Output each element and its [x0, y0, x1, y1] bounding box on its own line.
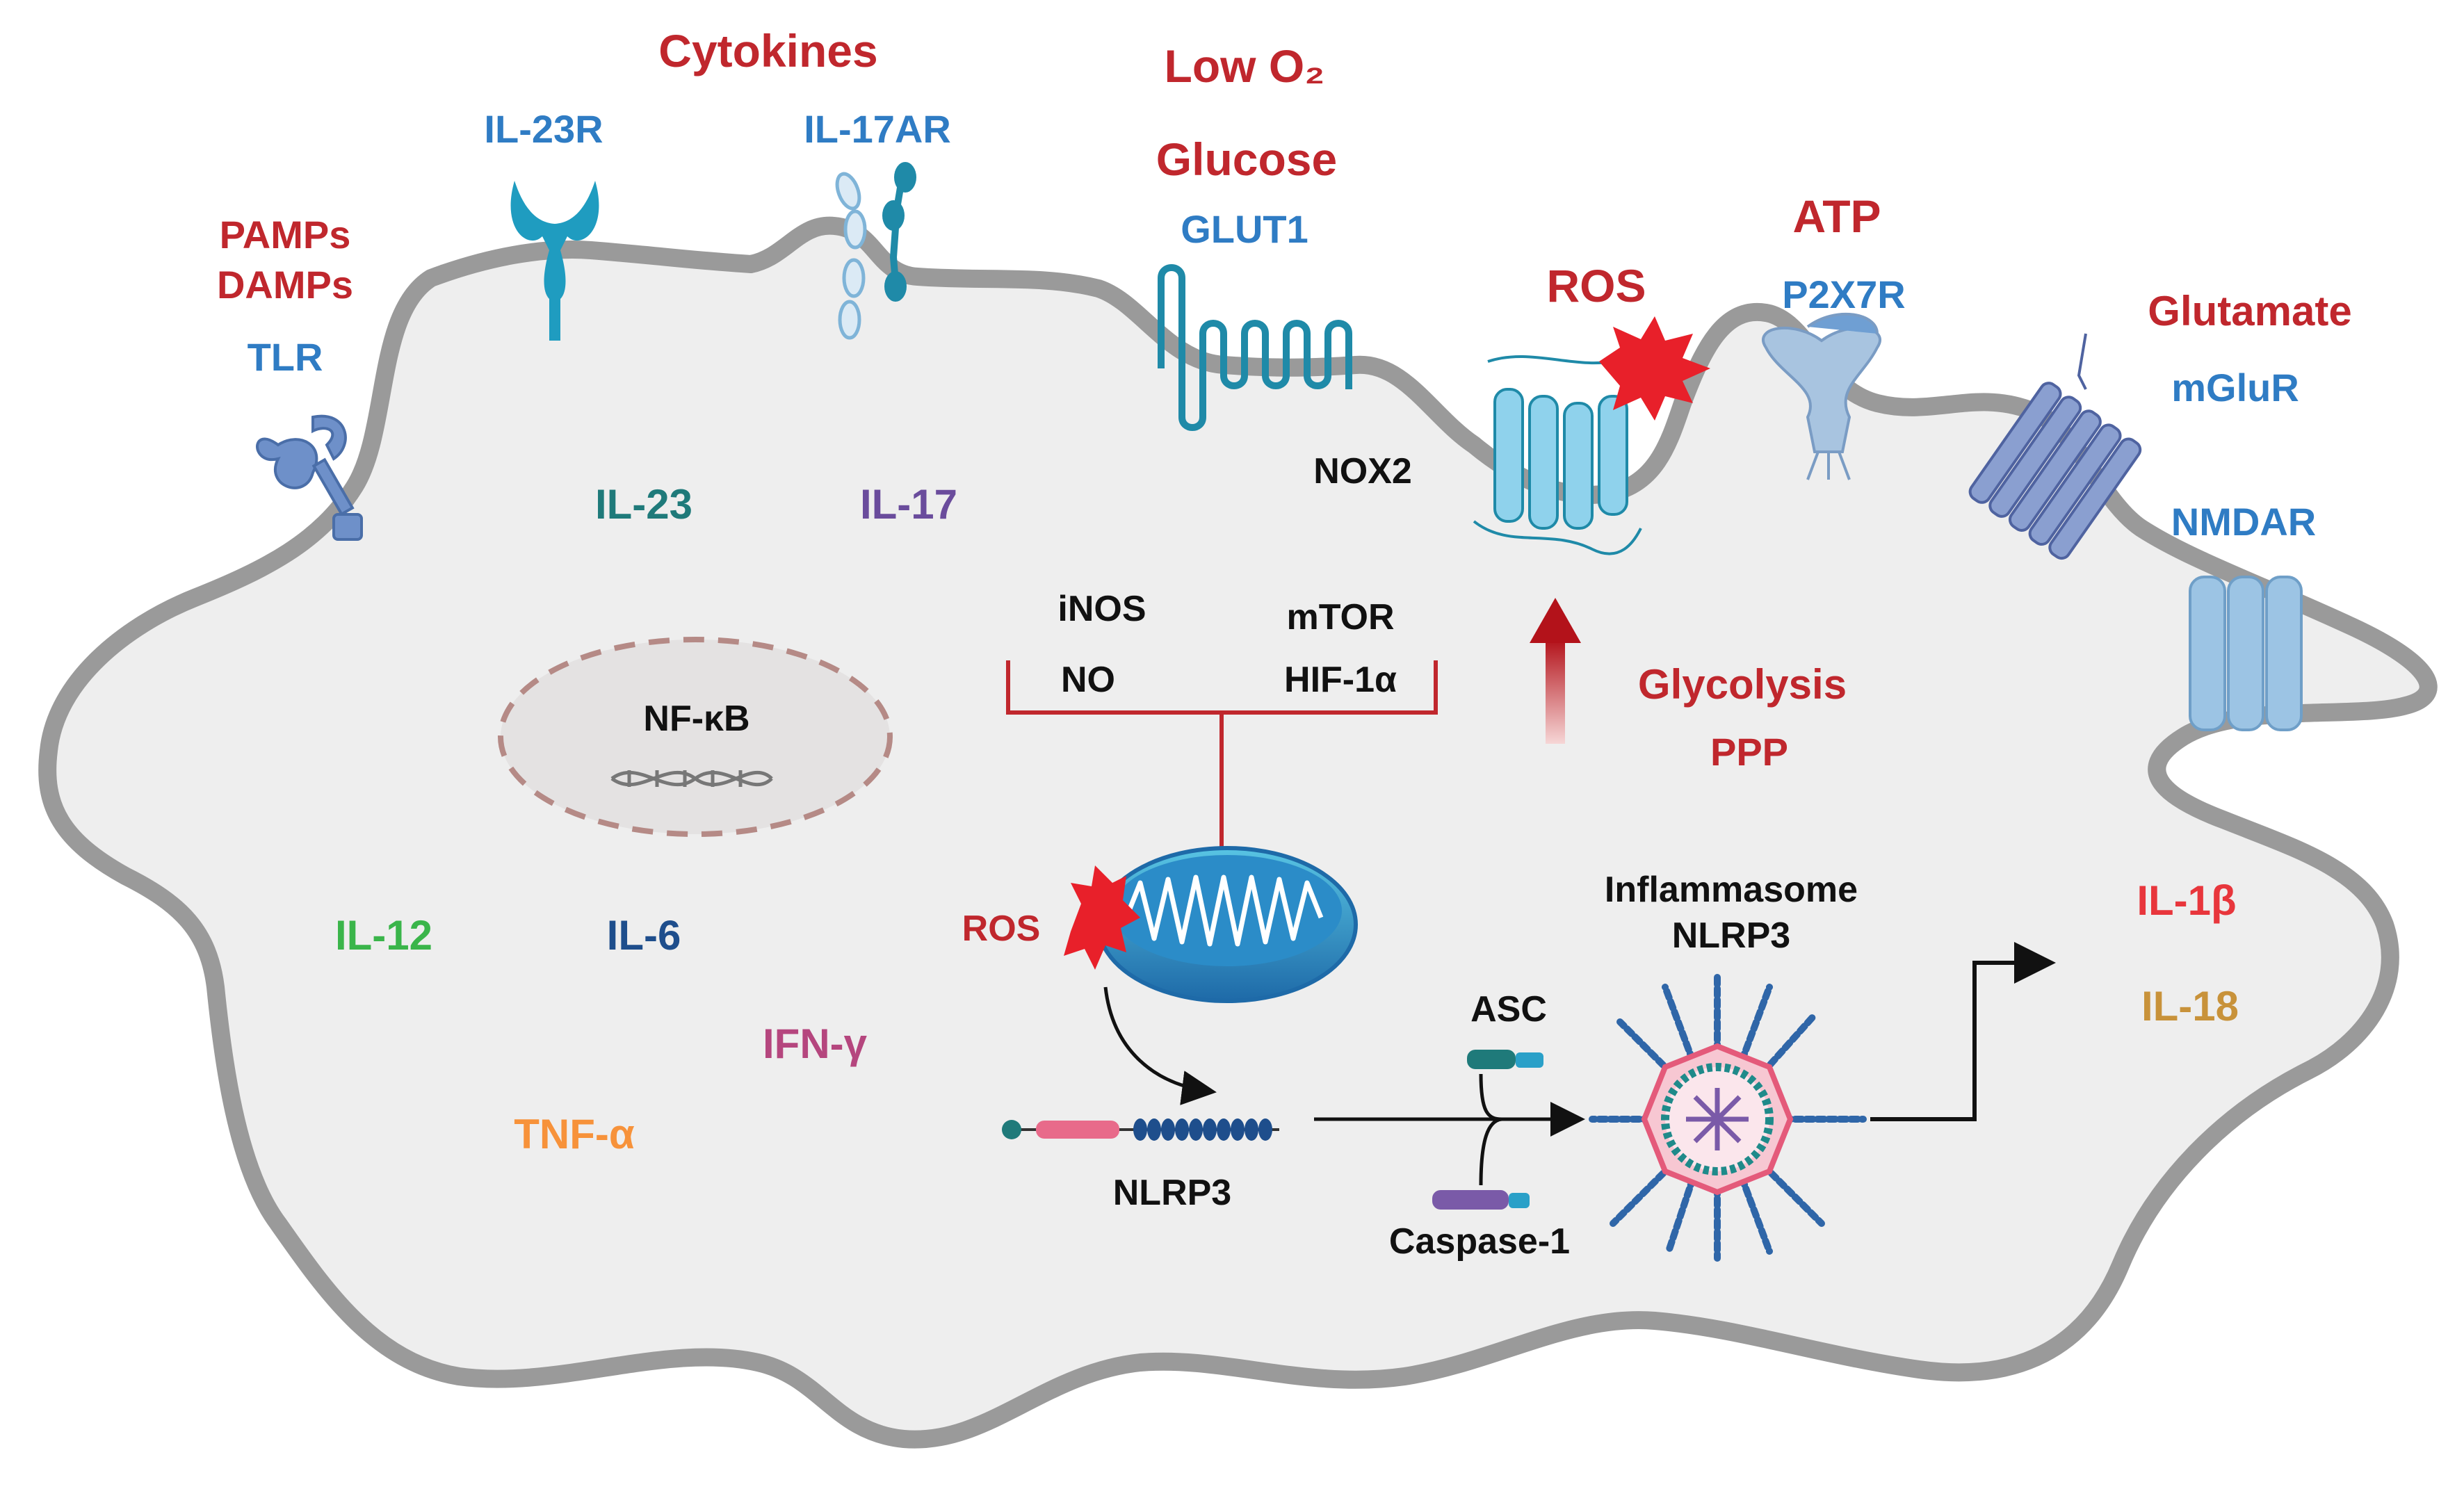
nlrp3-gene-label: NLRP3 [1112, 1173, 1232, 1213]
il23r-receptor-icon [510, 181, 599, 341]
p2x7r-label: P2X7R [1782, 272, 1906, 316]
ppp-label: PPP [1710, 730, 1789, 774]
inflammasome-title-line2: NLRP3 [1671, 916, 1791, 956]
inos-label: iNOS [1057, 589, 1146, 629]
cell-membrane [38, 216, 2438, 1449]
nox2-label: NOX2 [1313, 451, 1412, 491]
mglur-label: mGluR [2171, 366, 2299, 409]
ifng-label: IFN-γ [763, 1020, 867, 1067]
p2x7r-receptor-icon [1762, 312, 1881, 480]
mtor-label: mTOR [1286, 597, 1395, 637]
glycolysis-arrow [1530, 598, 1581, 744]
no-label: NO [1061, 660, 1115, 700]
tnfa-label: TNF-α [514, 1111, 635, 1157]
low-o2-label: Low O₂ [1164, 40, 1325, 92]
atp-label: ATP [1792, 190, 1881, 242]
il23r-label: IL-23R [484, 107, 603, 151]
inflammasome-icon [1589, 970, 1867, 1262]
ros-burst-top-icon [1599, 316, 1710, 421]
pamps-label: PAMPs [219, 213, 351, 257]
mito-to-nlrp3-arrow [1103, 986, 1217, 1105]
il12-label: IL-12 [334, 912, 433, 959]
cytokines-label: Cytokines [658, 25, 878, 76]
nmdar-receptor-icon [2189, 576, 2303, 731]
il17ar-receptor-icon [835, 162, 916, 340]
glut1-label: GLUT1 [1181, 207, 1308, 251]
nox2-complex-icon [1473, 355, 1642, 555]
il18-label: IL-18 [2141, 983, 2239, 1030]
output-arrow [1870, 942, 2056, 1121]
ros-top-label: ROS [1546, 260, 1646, 311]
dna-icon [610, 770, 773, 787]
caspase1-icon [1432, 1190, 1530, 1210]
glutamate-label: Glutamate [2148, 288, 2352, 334]
glut1-transporter-icon [1158, 264, 1352, 431]
damps-label: DAMPs [216, 263, 354, 307]
nucleus [498, 637, 893, 837]
il6-label: IL-6 [606, 912, 681, 959]
nlrp3-protein-icon [1002, 1118, 1279, 1141]
glucose-label: Glucose [1156, 133, 1338, 185]
asc-label: ASC [1470, 989, 1547, 1030]
ros-burst-mito-icon [1064, 865, 1140, 970]
asc-icon [1467, 1050, 1543, 1069]
mglur-receptor-icon [1968, 333, 2142, 560]
glycolysis-label: Glycolysis [1637, 661, 1847, 708]
tlr-label: TLR [247, 335, 323, 379]
inflammasome-title-line1: Inflammasome [1604, 870, 1858, 910]
mitochondrion-icon [1096, 846, 1358, 1003]
assembly-arrow [1314, 1073, 1585, 1186]
ros-mito-label: ROS [962, 909, 1041, 949]
il17ar-label: IL-17AR [804, 107, 951, 151]
hif1a-label: HIF-1α [1284, 660, 1397, 700]
nucleus-label: NF-κB [643, 699, 750, 739]
tlr-receptor-icon [256, 414, 363, 541]
il17-label: IL-17 [859, 481, 958, 528]
il1b-label: IL-1β [2137, 877, 2237, 924]
caspase1-label: Caspase-1 [1388, 1221, 1571, 1262]
il23-label: IL-23 [594, 481, 693, 528]
nmdar-label: NMDAR [2171, 500, 2317, 544]
